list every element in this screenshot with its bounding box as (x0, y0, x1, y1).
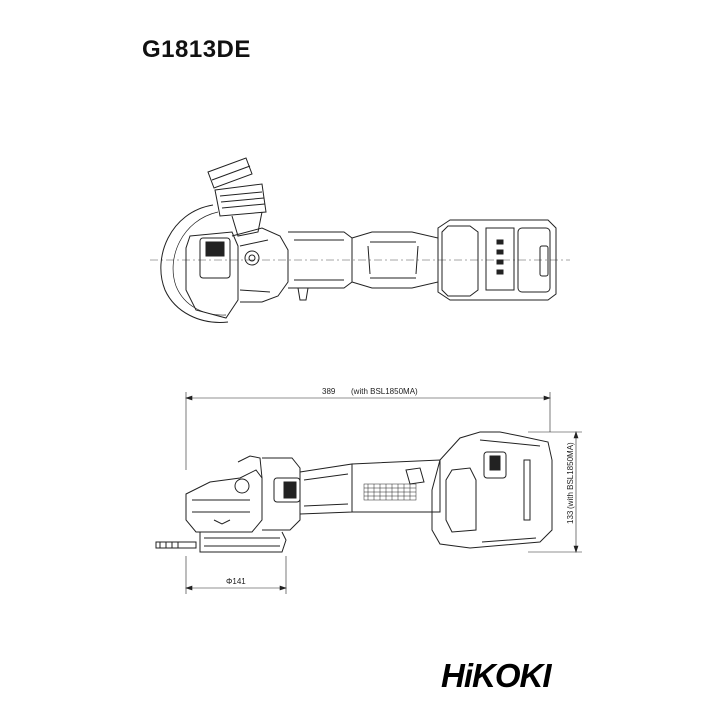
length-value: 389 (322, 387, 336, 396)
battery-side-drawing (431, 431, 553, 549)
length-note: (with BSL1850MA) (351, 387, 418, 396)
grip-texture (363, 483, 417, 501)
wheel-diameter: Φ141 (226, 577, 246, 586)
hikoki-logo: HiKOKI (441, 657, 551, 694)
height-value: 133 (566, 510, 575, 524)
length-dimension (185, 392, 551, 470)
height-dimension (528, 431, 582, 553)
side-handle-drawing (207, 157, 267, 237)
diameter-dimension (185, 556, 287, 594)
height-note: (with BSL1850MA) (566, 442, 575, 509)
model-title: G1813DE (142, 36, 251, 63)
battery-top-drawing (437, 219, 557, 301)
side-view-drawing (155, 431, 553, 553)
top-view-drawing (150, 157, 570, 323)
